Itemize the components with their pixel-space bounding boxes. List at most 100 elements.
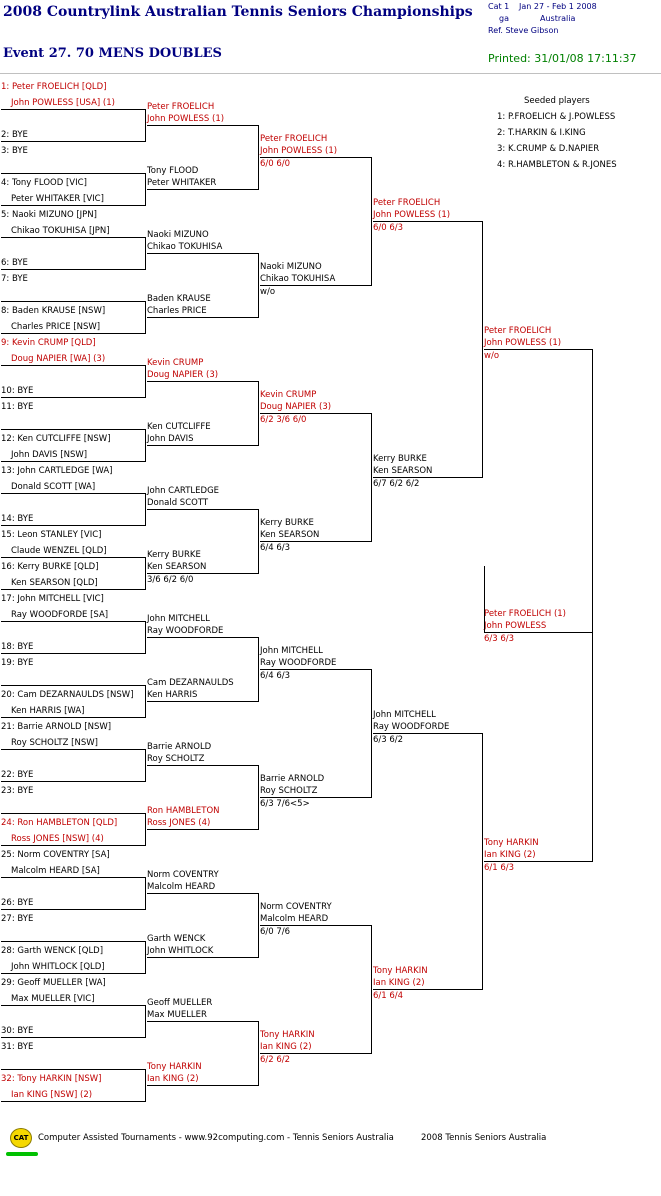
bracket-connector — [145, 749, 146, 782]
bracket-line — [260, 1053, 371, 1054]
winner-line2: Charles PRICE — [147, 306, 207, 316]
winner-line2: Doug NAPIER (3) — [260, 402, 332, 412]
winner-line1: Kevin CRUMP — [147, 358, 204, 368]
winner-line2: Donald SCOTT — [147, 498, 209, 508]
bracket-connector — [258, 253, 259, 318]
match-score: w/o — [484, 351, 500, 361]
entrant-line2: Donald SCOTT [WA] — [11, 482, 96, 492]
entrant-line1: 27: BYE — [1, 914, 34, 924]
bracket-line — [147, 189, 258, 190]
entrant-line2: John WHITLOCK [QLD] — [11, 962, 105, 972]
bracket-line — [1, 397, 145, 398]
bracket-line — [1, 909, 145, 910]
entrant-line1: 29: Geoff MUELLER [WA] — [1, 978, 106, 988]
bracket-connector — [258, 893, 259, 958]
bracket-connector — [145, 813, 146, 846]
winner-line1: Garth WENCK — [147, 934, 206, 944]
referee: Ref. Steve Gibson — [488, 26, 559, 35]
bracket-line — [1, 1005, 145, 1006]
seeds-heading: Seeded players — [524, 96, 590, 106]
bracket-line — [1, 141, 145, 142]
winner-line2: John WHITLOCK — [147, 946, 214, 956]
winner-line2: Malcolm HEARD — [260, 914, 329, 924]
entrant-line1: 9: Kevin CRUMP [QLD] — [1, 338, 96, 348]
bracket-line — [1, 557, 145, 558]
category: Cat 1 — [488, 2, 510, 11]
printed-timestamp: Printed: 31/01/08 17:11:37 — [488, 52, 637, 65]
winner-line1: Ken CUTCLIFFE — [147, 422, 211, 432]
winner-line2: John POWLESS (1) — [484, 338, 562, 348]
bracket-connector — [145, 1005, 146, 1038]
entrant-line2: Ray WOODFORDE [SA] — [11, 610, 109, 620]
bracket-line — [147, 317, 258, 318]
winner-line1: Kerry BURKE — [260, 518, 314, 528]
winner-line2: Ian KING (2) — [260, 1042, 312, 1052]
bracket-connector — [482, 221, 483, 478]
entrant-line1: 4: Tony FLOOD [VIC] — [1, 178, 87, 188]
match-score: 6/2 6/2 — [260, 1055, 291, 1065]
entrant-line1: 24: Ron HAMBLETON [QLD] — [1, 818, 118, 828]
winner-line1: Ron HAMBLETON — [147, 806, 220, 816]
venue: ga — [499, 14, 509, 23]
winner-line2: Doug NAPIER (3) — [147, 370, 219, 380]
entrant-line1: 23: BYE — [1, 786, 34, 796]
bracket-connector — [145, 429, 146, 462]
winner-line1: Norm COVENTRY — [147, 870, 219, 880]
winner-line1: Geoff MUELLER — [147, 998, 213, 1008]
bracket-line — [147, 893, 258, 894]
bracket-connector — [258, 509, 259, 574]
winner-line1: Naoki MIZUNO — [260, 262, 322, 272]
match-score: w/o — [260, 287, 276, 297]
event-title: Event 27. 70 MENS DOUBLES — [3, 46, 222, 61]
entrant-line1: 32: Tony HARKIN [NSW] — [1, 1074, 102, 1084]
bracket-connector — [371, 413, 372, 542]
entrant-line2: Charles PRICE [NSW] — [11, 322, 101, 332]
bracket-connector — [145, 557, 146, 590]
bracket-connector — [145, 173, 146, 206]
bracket-line — [373, 221, 482, 222]
bracket-connector — [145, 621, 146, 654]
match-score: 6/7 6/2 6/2 — [373, 479, 420, 489]
entrant-line1: 15: Leon STANLEY [VIC] — [1, 530, 102, 540]
winner-line2: Ian KING (2) — [373, 978, 425, 988]
bracket-line — [260, 413, 371, 414]
bracket-line — [373, 477, 482, 478]
bracket-line — [1, 173, 145, 174]
cat-logo-icon: CAT — [10, 1128, 32, 1148]
bracket-line — [1, 845, 145, 846]
match-score: 6/2 3/6 6/0 — [260, 415, 307, 425]
bracket-line — [1, 205, 145, 206]
winner-line1: Barrie ARNOLD — [147, 742, 212, 752]
winner-line1: Kevin CRUMP — [260, 390, 317, 400]
bracket-connector — [371, 925, 372, 1054]
bracket-line — [1, 685, 145, 686]
entrant-line1: 16: Kerry BURKE [QLD] — [1, 562, 99, 572]
bracket-line — [147, 701, 258, 702]
winner-line1: John MITCHELL — [260, 646, 323, 656]
entrant-line1: 19: BYE — [1, 658, 34, 668]
entrant-line2: Max MUELLER [VIC] — [11, 994, 95, 1004]
winner-line1: Kerry BURKE — [147, 550, 201, 560]
bracket-line — [373, 989, 482, 990]
match-score: 6/0 7/6 — [260, 927, 291, 937]
entrant-line2: 2: BYE — [1, 130, 28, 140]
bracket-line — [147, 253, 258, 254]
bracket-line — [484, 349, 592, 350]
bracket-connector — [145, 237, 146, 270]
entrant-line2: John POWLESS [USA] (1) — [11, 98, 115, 108]
bracket-line — [147, 573, 258, 574]
winner-line1: John CARTLEDGE — [147, 486, 220, 496]
winner-line1: Baden KRAUSE — [147, 294, 211, 304]
bracket-line — [147, 381, 258, 382]
entrant-line1: 12: Ken CUTCLIFFE [NSW] — [1, 434, 111, 444]
winner-line1: Tony HARKIN — [373, 966, 428, 976]
bracket-line — [1, 1037, 145, 1038]
winner-line1: John MITCHELL — [147, 614, 210, 624]
winner-line2: Ian KING (2) — [484, 850, 536, 860]
logo-underline — [6, 1152, 38, 1156]
entrant-line1: 3: BYE — [1, 146, 28, 156]
bracket-connector — [258, 381, 259, 446]
entrant-line2: Ross JONES [NSW] (4) — [11, 834, 104, 844]
bracket-connector — [258, 1021, 259, 1086]
